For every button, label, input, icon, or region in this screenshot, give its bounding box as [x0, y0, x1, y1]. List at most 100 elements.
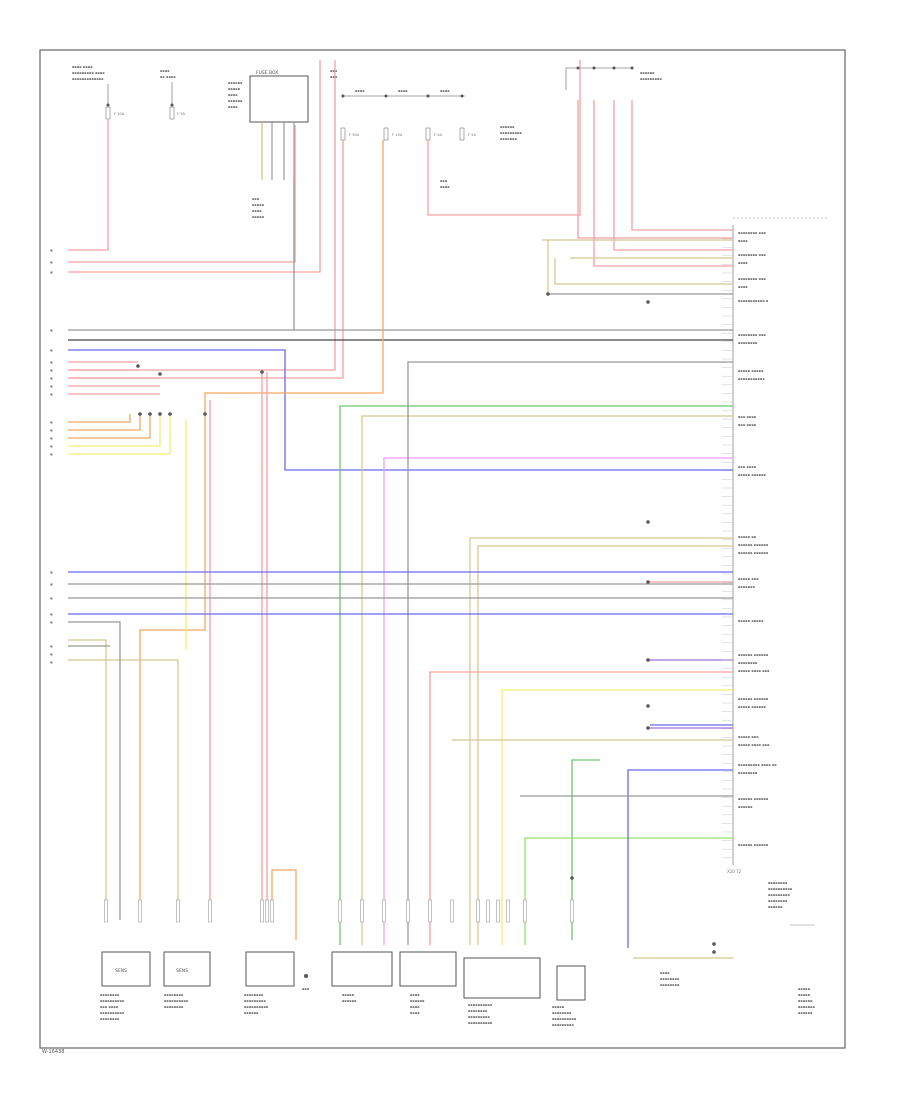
wire-blue-28	[68, 349, 733, 471]
svg-text:▪▪▪▪: ▪▪▪▪	[410, 1005, 420, 1009]
svg-text:▪▪▪▪▪▪▪▪▪▪: ▪▪▪▪▪▪▪▪▪▪	[100, 999, 125, 1003]
connector-pin-stub	[382, 899, 386, 923]
svg-text:F 5A: F 5A	[468, 133, 476, 137]
sensor-2-box	[163, 951, 211, 987]
wire-orange-24	[68, 414, 151, 439]
splice-dot	[148, 412, 152, 416]
svg-text:▪▪▪▪▪▪▪: ▪▪▪▪▪▪▪	[738, 585, 756, 589]
left-pin-mark: ▪	[50, 248, 53, 253]
svg-text:▪▪▪▪▪▪: ▪▪▪▪▪▪	[228, 81, 243, 85]
wire-red-3	[68, 60, 336, 371]
right-connector: X20 72 ▪▪▪▪▪▪▪▪ ▪▪▪▪▪▪▪▪▪▪ ▪▪▪▪▪▪▪▪▪ ▪▪▪…	[727, 217, 828, 926]
connector-pin-stub	[476, 899, 480, 923]
svg-text:▪▪▪▪▪▪▪▪▪▪▪▪▪: ▪▪▪▪▪▪▪▪▪▪▪▪▪	[72, 77, 104, 81]
connector-pin-stub	[486, 899, 490, 923]
svg-text:▪▪▪▪▪▪ ▪▪▪▪▪▪: ▪▪▪▪▪▪ ▪▪▪▪▪▪	[738, 551, 769, 555]
svg-text:▪▪▪▪▪: ▪▪▪▪▪	[252, 215, 265, 219]
module-4-box	[556, 965, 586, 1001]
svg-text:▪▪▪▪▪▪ ▪▪▪▪▪▪: ▪▪▪▪▪▪ ▪▪▪▪▪▪	[738, 843, 769, 847]
wire-yellow-44	[501, 689, 733, 945]
svg-text:▪▪▪▪▪▪: ▪▪▪▪▪▪	[738, 805, 753, 809]
left-pin-mark: ▪	[50, 368, 53, 373]
svg-text:F 5A: F 5A	[434, 133, 442, 137]
svg-text:▪▪▪▪▪: ▪▪▪▪▪	[228, 87, 241, 91]
wire-red-11	[613, 100, 733, 251]
top-middle-fuses: ▪▪▪ ▪▪▪ ▪▪▪▪ ▪▪▪▪ ▪▪▪▪ F 30A F 15A F 5A …	[330, 69, 522, 189]
left-pin-mark: ▪	[50, 348, 53, 353]
svg-text:▪▪▪▪▪▪▪: ▪▪▪▪▪▪▪	[500, 137, 518, 141]
wire-red-8	[427, 60, 581, 216]
svg-text:▪▪▪▪▪▪▪▪▪ ▪▪▪▪ ▪▪: ▪▪▪▪▪▪▪▪▪ ▪▪▪▪ ▪▪	[738, 763, 777, 767]
svg-text:▪▪▪▪▪: ▪▪▪▪▪	[798, 993, 811, 997]
splice-dot	[570, 876, 574, 880]
svg-text:▪▪ ▪▪▪▪: ▪▪ ▪▪▪▪	[160, 75, 176, 79]
connector-pin-stub	[138, 899, 142, 923]
splice-dot	[646, 520, 650, 524]
svg-text:▪▪▪▪▪▪▪▪: ▪▪▪▪▪▪▪▪	[660, 983, 680, 987]
wire-gray-40	[407, 361, 733, 945]
left-pin-mark: ▪	[50, 360, 53, 365]
svg-text:▪▪▪▪▪▪▪▪▪▪: ▪▪▪▪▪▪▪▪▪▪	[768, 887, 793, 891]
wire-tan-43	[477, 545, 733, 945]
connector-pin-stub	[570, 899, 574, 923]
svg-text:▪▪▪▪▪ ▪▪▪▪▪▪: ▪▪▪▪▪ ▪▪▪▪▪▪	[738, 473, 766, 477]
svg-text:▪▪▪: ▪▪▪	[302, 987, 310, 991]
svg-text:▪▪▪▪▪▪: ▪▪▪▪▪▪	[640, 71, 655, 75]
svg-text:F 10A: F 10A	[114, 112, 125, 116]
wire-tan-29	[68, 639, 107, 920]
svg-text:▪▪▪▪▪▪: ▪▪▪▪▪▪	[342, 999, 357, 1003]
left-pin-mark: ▪	[50, 582, 53, 587]
svg-text:▪▪▪▪▪: ▪▪▪▪▪	[552, 1005, 565, 1009]
svg-text:SENS: SENS	[115, 968, 127, 974]
svg-text:▪▪▪▪▪▪▪▪▪: ▪▪▪▪▪▪▪▪▪	[768, 893, 790, 897]
svg-text:SENS: SENS	[176, 968, 188, 974]
wire-red-4	[68, 140, 344, 379]
svg-text:▪▪▪▪: ▪▪▪▪	[398, 89, 408, 93]
connector-pin-stub	[428, 899, 432, 923]
wire-tan-15	[554, 258, 733, 285]
fuse-box-label: FUSE BOX	[256, 70, 278, 76]
svg-text:▪▪▪▪▪▪▪▪▪: ▪▪▪▪▪▪▪▪▪	[552, 1023, 574, 1027]
left-pin-mark: ▪	[50, 420, 53, 425]
module-1-box	[331, 951, 393, 987]
splice-dot	[712, 942, 716, 946]
svg-text:▪▪▪▪ ▪▪▪▪: ▪▪▪▪ ▪▪▪▪	[72, 65, 93, 69]
svg-text:▪▪▪▪: ▪▪▪▪	[738, 239, 748, 243]
svg-text:▪▪▪▪▪: ▪▪▪▪▪	[798, 987, 811, 991]
connector-pin-stub	[208, 899, 212, 923]
svg-text:▪▪▪▪▪▪▪▪▪▪: ▪▪▪▪▪▪▪▪▪▪	[468, 1021, 493, 1025]
svg-text:▪▪▪▪▪▪▪▪: ▪▪▪▪▪▪▪▪	[738, 771, 758, 775]
left-pin-mark: ▪	[50, 452, 53, 457]
wire-yellow-26	[68, 414, 171, 455]
svg-text:▪▪▪▪▪▪: ▪▪▪▪▪▪	[228, 99, 243, 103]
svg-text:▪▪▪▪: ▪▪▪▪	[228, 105, 238, 109]
connector-pin-stub	[523, 899, 527, 923]
splice-dot	[646, 658, 650, 662]
svg-text:▪▪▪▪▪▪▪▪▪▪: ▪▪▪▪▪▪▪▪▪▪	[244, 1005, 269, 1009]
wire-red-10	[593, 100, 733, 267]
svg-text:▪▪▪▪: ▪▪▪▪	[440, 89, 450, 93]
svg-text:▪▪▪▪: ▪▪▪▪	[355, 89, 365, 93]
left-pin-mark: ▪	[50, 260, 53, 265]
svg-text:▪▪▪▪: ▪▪▪▪	[410, 1011, 420, 1015]
wire-orange-23	[68, 414, 141, 431]
svg-text:▪▪▪: ▪▪▪	[252, 197, 260, 201]
wire-layer	[68, 60, 733, 959]
splice-dot	[136, 364, 140, 368]
wire-tan-42	[469, 537, 733, 945]
wire-red-12	[631, 100, 733, 231]
left-pin-mark: ▪	[50, 620, 53, 625]
svg-text:▪▪▪▪▪▪ ▪▪▪▪▪▪: ▪▪▪▪▪▪ ▪▪▪▪▪▪	[738, 653, 769, 657]
svg-text:▪▪▪▪▪▪▪▪▪▪: ▪▪▪▪▪▪▪▪▪▪	[100, 1011, 125, 1015]
svg-text:▪▪▪▪▪▪▪▪ ▪▪▪: ▪▪▪▪▪▪▪▪ ▪▪▪	[738, 333, 766, 337]
svg-text:▪▪▪▪▪▪▪▪: ▪▪▪▪▪▪▪▪	[552, 1011, 572, 1015]
svg-text:▪▪▪▪▪▪▪▪▪: ▪▪▪▪▪▪▪▪▪	[244, 999, 266, 1003]
top-left-feeds: ▪▪▪▪ ▪▪▪▪ ▪▪▪▪▪▪▪▪▪ ▪▪▪▪ ▪▪▪▪▪▪▪▪▪▪▪▪▪ F…	[72, 65, 243, 120]
svg-text:▪▪▪▪: ▪▪▪▪	[410, 993, 420, 997]
svg-text:▪▪▪▪▪▪▪▪▪: ▪▪▪▪▪▪▪▪▪	[500, 131, 522, 135]
splice-dot	[158, 372, 162, 376]
wire-lightgreen-47	[524, 837, 733, 945]
svg-text:▪▪▪▪▪▪▪▪: ▪▪▪▪▪▪▪▪	[164, 1005, 184, 1009]
connector-pin-stub	[265, 899, 269, 923]
svg-text:▪▪▪: ▪▪▪	[330, 69, 338, 73]
